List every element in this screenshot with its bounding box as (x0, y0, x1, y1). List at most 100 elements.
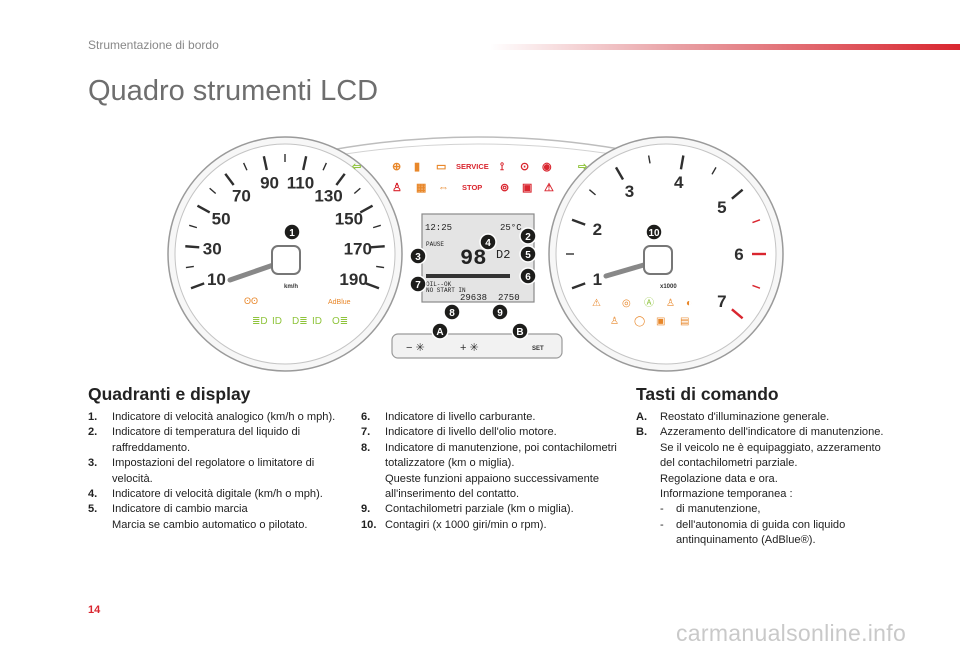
lcd-pause: PAUSE (426, 241, 444, 248)
tacho-tick (571, 282, 586, 290)
svg-text:≣D: ≣D (252, 316, 268, 327)
svg-text:⟟: ⟟ (500, 161, 504, 173)
tacho-tick (752, 284, 761, 289)
speedo-tick-label: 90 (260, 174, 279, 193)
list-item: 3.Impostazioni del regolatore o limitato… (88, 457, 315, 485)
svg-text:⚠: ⚠ (544, 182, 554, 194)
tacho-tick (571, 218, 586, 226)
speedo-tick (322, 162, 328, 171)
svg-text:▣: ▣ (522, 182, 532, 194)
list-item: 9.Contachilometri parziale (km o miglia)… (361, 503, 574, 516)
list-item: 2.Indicatore di temperatura del liquido … (88, 426, 301, 454)
svg-text:⊕: ⊕ (392, 161, 401, 173)
tacho-tick (614, 166, 625, 181)
list-item: 1.Indicatore di velocità analogico (km/h… (88, 411, 336, 423)
warning-lamps-top: ⇦ ⊕▮▭ SERVICE ⟟⊙◉ ⇨ ♙▦⇔ STOP ⊚▣⚠ (351, 161, 588, 194)
speedo-tick (224, 173, 235, 186)
lcd-odo-total: 29638 (460, 293, 487, 303)
svg-text:♙: ♙ (392, 182, 402, 194)
speedo-tick (359, 204, 374, 214)
callout-marker (409, 275, 427, 293)
speedo-tick (189, 224, 198, 229)
svg-text:▦: ▦ (416, 182, 426, 194)
speedo-tick (372, 224, 381, 229)
service-lamp: SERVICE (456, 162, 489, 171)
speedo-tick (185, 265, 194, 269)
speedo-tick (209, 187, 217, 195)
callout-marker (283, 223, 301, 241)
svg-text:⚠: ⚠ (592, 298, 601, 309)
tacho-tick (711, 167, 717, 175)
callout-label: 6 (525, 272, 531, 283)
stop-lamp: STOP (462, 183, 482, 192)
tacho-tick-label: 2 (593, 220, 602, 239)
svg-text:+ ✳: + ✳ (460, 342, 479, 354)
svg-text:D≣: D≣ (292, 316, 308, 327)
speedo-tick (242, 162, 248, 171)
list-item: 8.Indicatore di manutenzione, poi contac… (361, 441, 617, 501)
button-callout-marker (431, 322, 449, 340)
svg-text:▤: ▤ (680, 316, 689, 327)
callout-label: 7 (415, 280, 421, 291)
tacho-tick-label: 6 (734, 245, 743, 264)
middle-list: 6.Indicatore di livello carburante. 7.In… (361, 410, 619, 533)
speedo-tick (353, 187, 361, 195)
tacho-tick-label: 1 (593, 270, 602, 289)
svg-text:ID: ID (272, 316, 282, 327)
left-heading: Quadranti e display (88, 384, 251, 404)
lcd-stop-start: NO START IN (426, 287, 466, 294)
callout-label: 8 (449, 308, 455, 319)
svg-text:O≣: O≣ (332, 316, 348, 327)
callout-label: 9 (497, 308, 503, 319)
speedo-tick (365, 282, 380, 290)
lcd-display: 12:25 25°C PAUSE 98 D2 OIL--OK NO START … (421, 213, 535, 303)
list-item: 6.Indicatore di livello carburante. (361, 411, 536, 423)
lcd-temp: 25°C (500, 223, 522, 233)
tacho-tick-label: 7 (717, 292, 726, 311)
callout-label: 4 (485, 238, 491, 249)
right-heading: Tasti di comando (636, 384, 779, 404)
tacho-tick (731, 308, 744, 320)
callout-marker (519, 267, 537, 285)
lcd-gear: D2 (496, 248, 510, 262)
cluster-outline (309, 136, 647, 155)
lamp-fuel-warning: ʘʘ (244, 296, 258, 306)
callout-marker (479, 233, 497, 251)
tacho-tick-label: 3 (625, 182, 634, 201)
header-rule (490, 44, 960, 50)
tacho-tick-label: 5 (717, 198, 726, 217)
speedo-tick (302, 156, 308, 171)
speedo-tick (190, 282, 205, 290)
speedo-tick-label: 190 (339, 270, 367, 289)
button-callout-label: A (436, 327, 443, 338)
list-item: B. Azzeramento dell'indicatore di manute… (636, 425, 886, 548)
svg-text:♙: ♙ (610, 316, 619, 327)
svg-text:▣: ▣ (656, 316, 665, 327)
svg-text:⇦: ⇦ (351, 161, 361, 173)
watermark: carmanualsonline.info (676, 620, 907, 646)
speedo-tick (376, 265, 385, 269)
sub-item: -di manutenzione, (660, 503, 761, 516)
svg-text:⊚: ⊚ (500, 182, 509, 194)
svg-text:⊙: ⊙ (520, 161, 529, 173)
svg-text:▭: ▭ (436, 161, 446, 173)
callout-label: 2 (525, 232, 531, 243)
right-list: A.Reostato d'illuminazione generale. B. … (636, 410, 886, 549)
speedo-tick (335, 173, 346, 186)
callout-marker (409, 247, 427, 265)
callout-marker (491, 303, 509, 321)
control-buttons-strip: − ✳ + ✳ SET (391, 333, 563, 359)
callout-label: 1 (289, 228, 295, 239)
lcd-speed: 98 (460, 246, 486, 271)
speedo-tick-label: 10 (207, 270, 226, 289)
lcd-oil: OIL--OK (426, 281, 452, 288)
callout-label: 10 (648, 228, 660, 239)
speedo-tick (185, 245, 200, 249)
svg-text:▮: ▮ (414, 161, 420, 173)
lcd-clock: 12:25 (425, 223, 452, 233)
svg-text:◐: ◐ (686, 298, 692, 309)
tacho-tick (731, 188, 744, 200)
